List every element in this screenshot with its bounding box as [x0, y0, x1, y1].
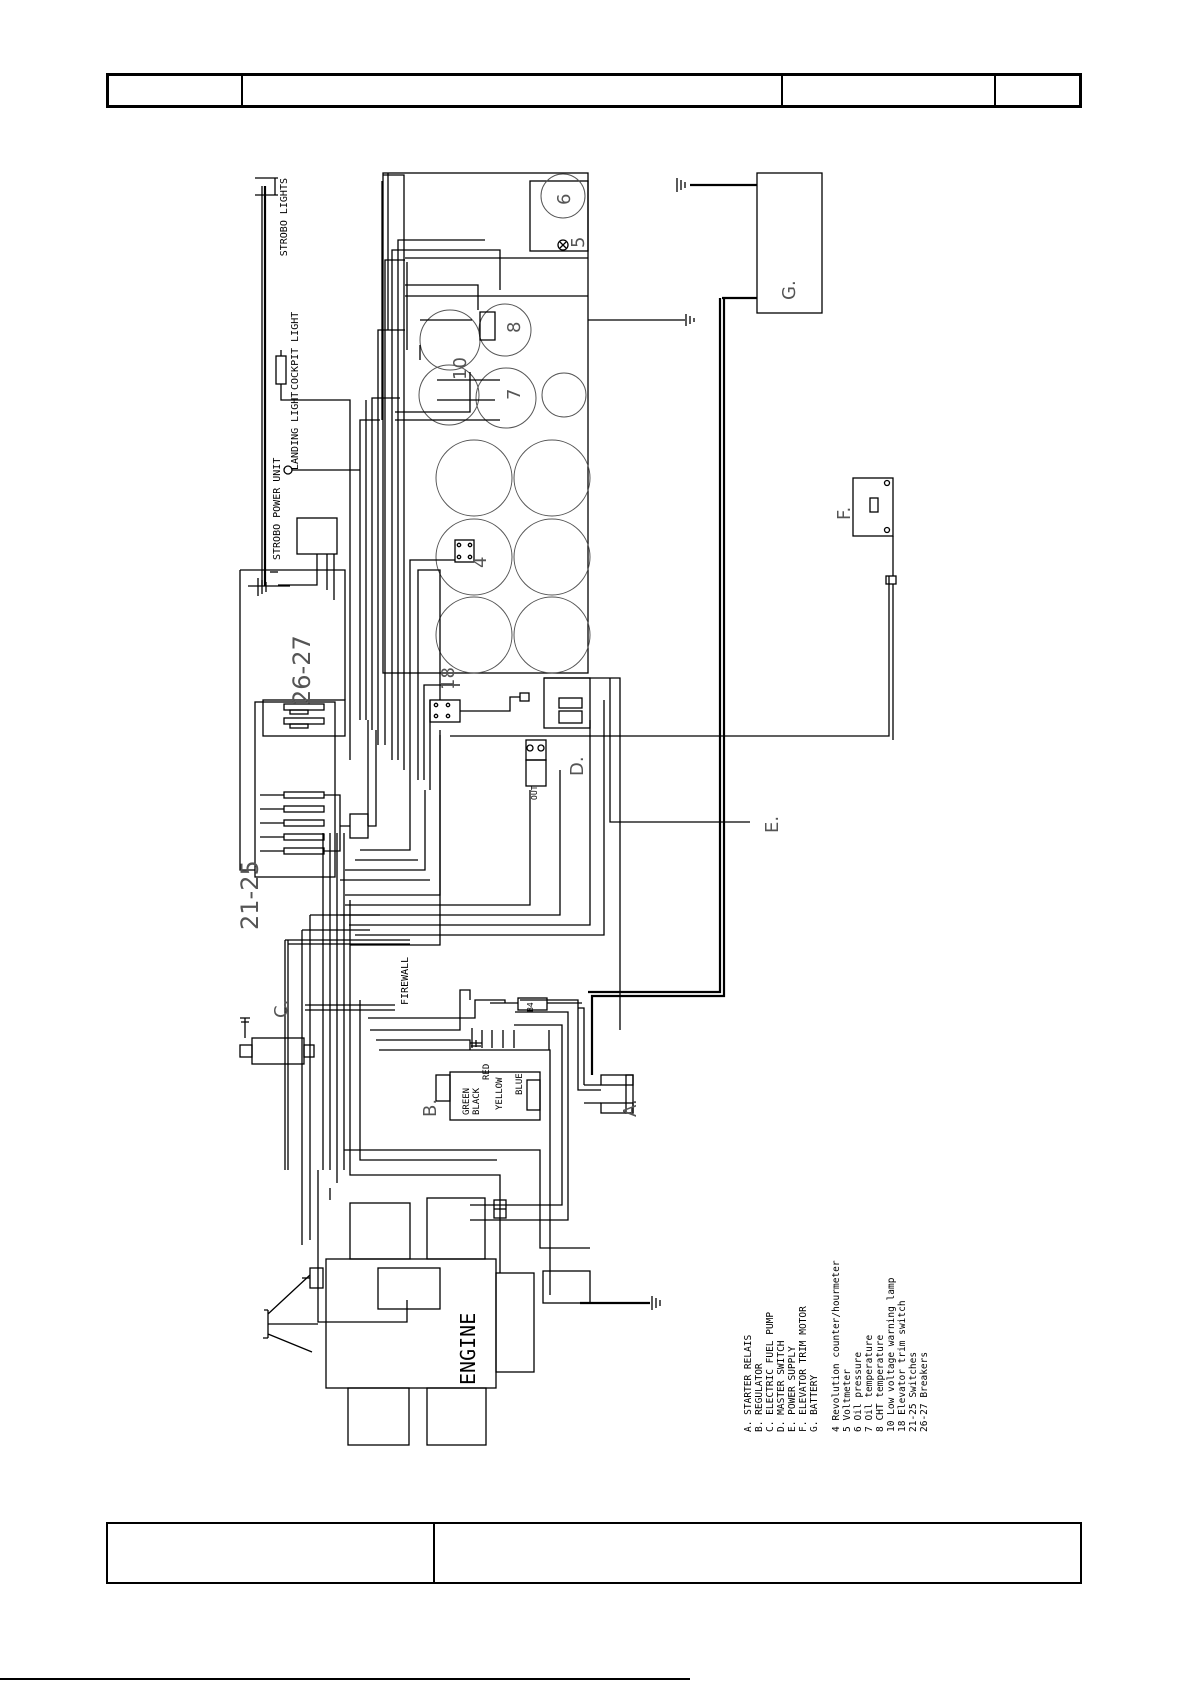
label-wire-green: GREEN [462, 1088, 472, 1115]
bottom-rule [0, 1678, 690, 1680]
label-breakers: 26-27 [288, 635, 316, 705]
switches-and-breakers [254, 699, 369, 878]
label-wire-red: RED [482, 1064, 492, 1080]
lighting-circuit [239, 177, 360, 871]
label-engine: ENGINE [456, 1313, 480, 1385]
battery [588, 172, 823, 1075]
legend-line-11: 7 Oil temperature [864, 1334, 875, 1432]
label-c: C. [271, 1000, 292, 1018]
label-strobo: STROBO LIGHTS [279, 178, 290, 256]
instrument-panel [382, 172, 750, 1030]
master-switch [525, 739, 547, 787]
legend-line-2: C. ELECTRIC FUEL PUMP [765, 1312, 776, 1432]
label-d: D. [567, 756, 588, 776]
label-b4: B4 [526, 1002, 535, 1012]
legend-line-12: 8 CHT temperature [875, 1334, 886, 1432]
label-firewall: FIREWALL [400, 957, 411, 1005]
legend-line-14: 18 Elevator trim switch [897, 1300, 908, 1432]
label-g: G. [779, 280, 800, 300]
legend-line-15: 21-25 Switches [908, 1352, 919, 1432]
label-num-18: 18 [438, 667, 459, 690]
legend-line-1: B. REGULATOR [754, 1363, 765, 1432]
legend-line-4: E. POWER SUPPLY [787, 1346, 798, 1432]
fuel-pump [239, 1017, 315, 1065]
label-num-6: 6 [554, 194, 575, 205]
label-landing-light: LANDING LIGHT [290, 392, 301, 470]
legend-line-0: A. STARTER RELAIS [743, 1334, 754, 1432]
harness [284, 174, 605, 1323]
legend-line-8: 4 Revolution counter/hourmeter [831, 1260, 842, 1432]
label-wire-blue: BLUE [515, 1073, 525, 1095]
label-strobo-power-unit: STROBO POWER UNIT [272, 458, 283, 560]
label-cockpit-light: COCKPIT LIGHT [290, 312, 301, 390]
label-wire-yellow: YELLOW [495, 1077, 505, 1110]
legend-line-10: 6 Oil pressure [853, 1352, 864, 1432]
regulator [435, 1028, 541, 1121]
title-block-header [106, 73, 1082, 108]
label-num-7: 7 [504, 389, 525, 400]
elevator-trim-motor [450, 477, 897, 740]
legend-line-5: F. ELEVATOR TRIM MOTOR [798, 1306, 809, 1432]
label-a: A. [620, 1099, 641, 1117]
label-wire-black: BLACK [472, 1087, 482, 1115]
legend-line-3: D. MASTER SWITCH [776, 1340, 787, 1432]
footer-cell-1 [108, 1524, 435, 1582]
label-switches: 21-25 [236, 860, 264, 930]
label-b: B. [420, 1099, 441, 1117]
legend: A. STARTER RELAIS B. REGULATOR C. ELECTR… [743, 1260, 930, 1432]
header-cell-2 [241, 76, 783, 105]
title-block-footer [106, 1522, 1082, 1584]
engine-assembly [263, 1197, 661, 1446]
label-num-8: 8 [504, 322, 525, 333]
legend-line-13: 10 Low voltage warning lamp [886, 1277, 897, 1432]
label-num-10: 10 [450, 357, 471, 380]
header-cell-3 [781, 76, 996, 105]
label-f: F. [834, 507, 855, 520]
label-num-4: 4 [470, 557, 491, 568]
label-out: OUT [530, 785, 539, 800]
label-num-5: 5 [568, 237, 589, 248]
legend-line-6: G. BATTERY [809, 1375, 820, 1432]
starter-relais [584, 1074, 634, 1114]
label-e: E. [762, 816, 783, 833]
legend-line-9: 5 Voltmeter [842, 1369, 853, 1432]
legend-line-16: 26-27 Breakers [919, 1352, 930, 1432]
header-cell-1 [109, 76, 243, 105]
